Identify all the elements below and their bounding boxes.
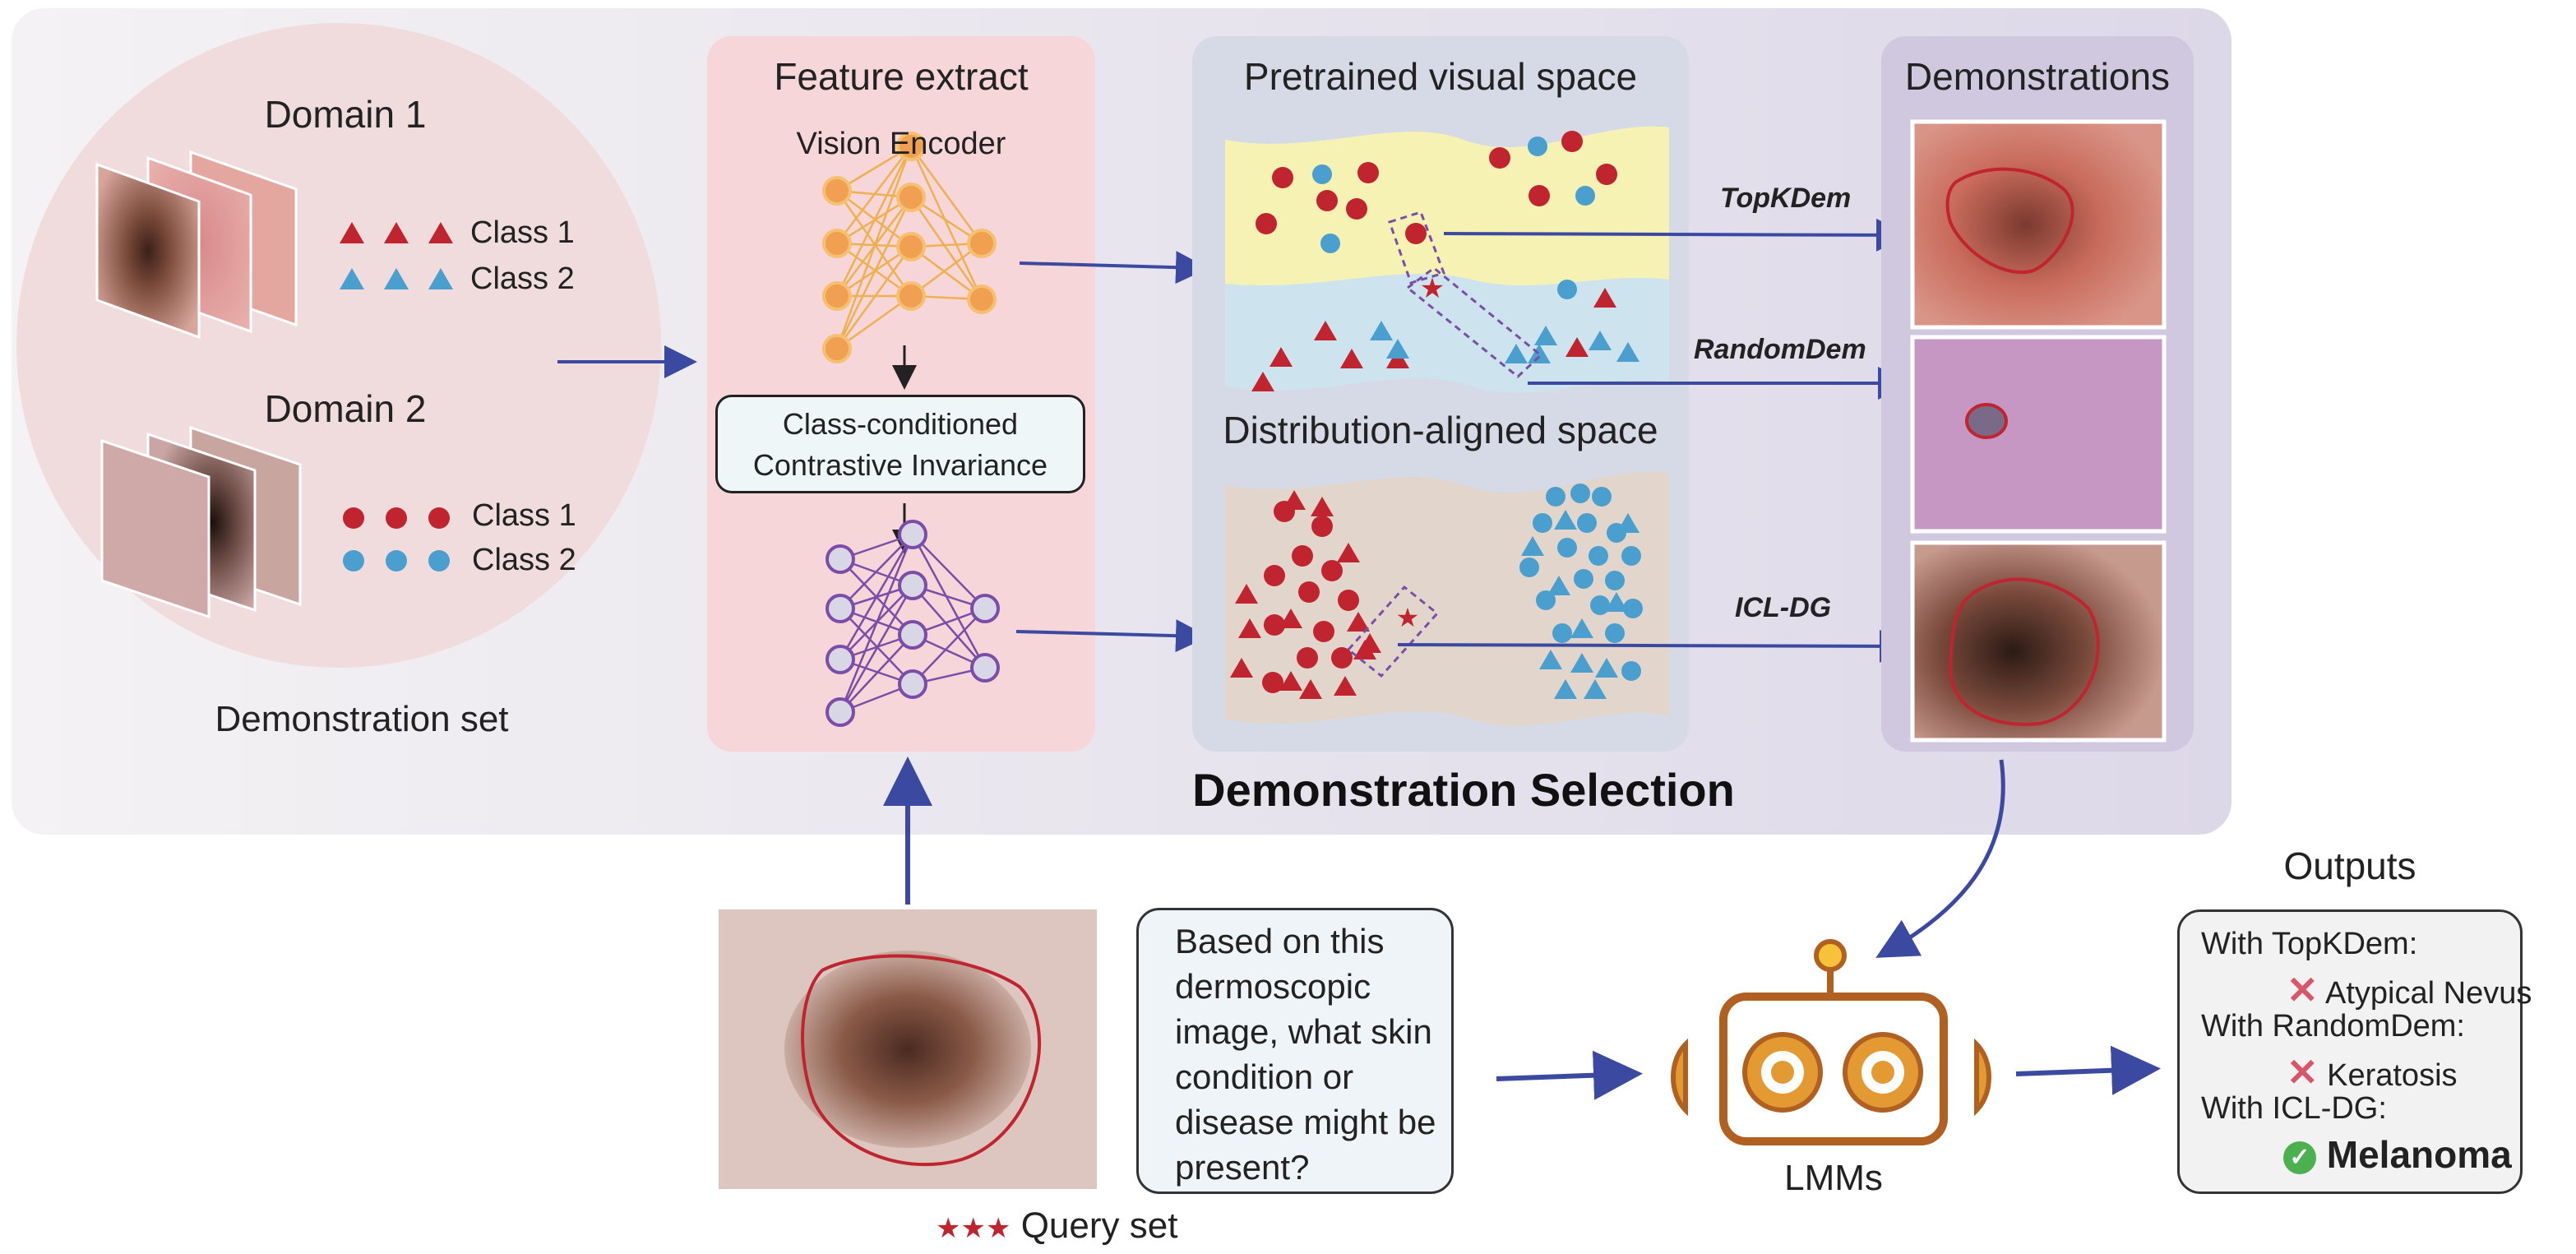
output-icl-dg-label: With ICL-DG: (2201, 1091, 2387, 1126)
aligned-encoder-network (839, 533, 987, 714)
pretrained-class2-circles (1312, 137, 1595, 299)
outputs-box: With TopKDem: ✕ Atypical Nevus With Rand… (2177, 909, 2532, 1194)
arrow-demos-to-lmm (1875, 759, 2005, 958)
check-icon: ✓ (2283, 1141, 2316, 1174)
feature-extract-panel (707, 36, 1095, 752)
arrow-topkdem (1443, 218, 1909, 252)
pretrained-space-upper (1225, 126, 1669, 286)
cc-line2: Contrastive Invariance (752, 448, 1048, 482)
vision-encoder-nodes (822, 132, 997, 363)
output-topkdem-text: Atypical Nevus (2325, 976, 2532, 1011)
output-icl-dg-answer: ✓ Melanoma (2283, 1132, 2512, 1177)
demo-set-caption: Demonstration set (215, 699, 509, 739)
vision-encoder-network (835, 145, 983, 350)
pretrained-selection-boxes (1388, 211, 1543, 378)
domain1-class2-label: Class 2 (470, 261, 575, 296)
query-lesion-outline (801, 954, 1042, 1167)
aligned-space-title: Distribution-aligned space (1223, 409, 1658, 451)
class2-circles (343, 550, 450, 571)
arrow-to-pretrained-space (1019, 251, 1209, 285)
method-topkdem: TopKDem (1720, 183, 1852, 214)
cross-icon: ✕ (2287, 969, 2319, 1011)
aligned-encoder-nodes (826, 520, 1000, 727)
aligned-class1-points (1230, 490, 1376, 699)
cc-line1: Class-conditioned (782, 407, 1019, 441)
aligned-nearest-demo (1358, 633, 1381, 653)
aligned-query-star: ★ (1396, 603, 1420, 632)
query-lesion (784, 951, 1031, 1148)
output-icl-dg-text: Melanoma (2326, 1133, 2512, 1176)
aligned-class2-points (1519, 484, 1643, 699)
outputs-title: Outputs (2283, 844, 2416, 887)
output-randomdem-answer: ✕ Keratosis (2287, 1050, 2458, 1094)
question-box: Based on this dermoscopic image, what sk… (1136, 908, 1454, 1194)
arrow-lmm-to-outputs (2015, 1045, 2161, 1095)
query-stars-icon: ★★★ (936, 1213, 1011, 1244)
demonstration-images (1910, 119, 2167, 743)
output-topkdem-answer: ✕ Atypical Nevus (2287, 968, 2532, 1012)
demonstrations-title: Demonstrations (1904, 55, 2171, 98)
pretrained-class2-triangles (1370, 321, 1639, 363)
query-set-label: Query set (1020, 1205, 1178, 1246)
method-icl-dg: ICL-DG (1735, 592, 1832, 623)
cross-icon: ✕ (2287, 1051, 2319, 1094)
query-set-caption: ★★★ Query set (936, 1205, 1177, 1247)
output-topkdem-label: With TopKDem: (2201, 927, 2418, 961)
lmm-label: LMMs (1784, 1158, 1883, 1198)
class1-circles (343, 507, 450, 529)
question-text: Based on this dermoscopic image, what sk… (1175, 922, 1436, 1187)
domain2-images (100, 425, 302, 619)
pretrained-class1-circles (1256, 131, 1617, 244)
domain2-class1-label: Class 1 (472, 498, 576, 533)
domain1-label: Domain 1 (264, 93, 427, 136)
aligned-selection-box (1346, 585, 1440, 678)
arrow-icl-dg (1397, 629, 1912, 663)
demonstration-selection-title: Demonstration Selection (1192, 764, 1735, 816)
feature-extract-title: Feature extract (774, 55, 1029, 98)
class1-triangles (340, 222, 453, 243)
method-randomdem: RandomDem (1694, 334, 1866, 365)
class2-triangles (340, 268, 453, 289)
output-randomdem-label: With RandomDem: (2201, 1009, 2465, 1043)
pretrained-query-star: ★ (1420, 273, 1445, 304)
pretrained-space-title: Pretrained visual space (1243, 55, 1638, 98)
domain1-class1-label: Class 1 (470, 215, 575, 250)
domain1-images (95, 150, 298, 340)
arrow-question-to-lmm (1496, 1050, 1643, 1100)
robot-icon (1671, 939, 1991, 1145)
domain2-class2-label: Class 2 (472, 543, 576, 577)
output-randomdem-text: Keratosis (2327, 1058, 2458, 1093)
domain2-label: Domain 2 (264, 387, 427, 430)
arrow-to-aligned-space (1015, 619, 1209, 653)
contrastive-invariance-box: Class-conditioned Contrastive Invariance (715, 395, 1085, 493)
vision-encoder-label: Vision Encoder (796, 127, 1006, 161)
pretrained-class1-triangles (1251, 288, 1616, 391)
